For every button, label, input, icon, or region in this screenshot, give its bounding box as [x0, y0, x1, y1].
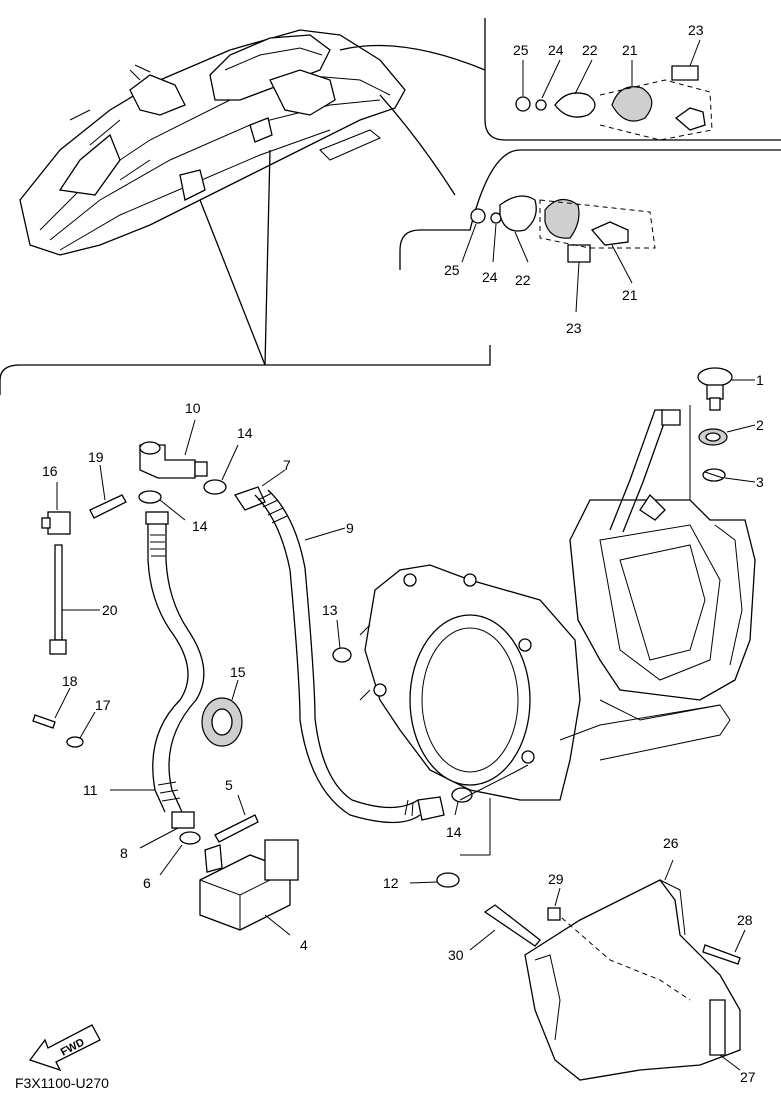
callout-labels: 1 2 3 4 5 6 7 8 9 10 11 12 13 14 14 14 1… [42, 22, 764, 1085]
callout-5: 5 [225, 777, 233, 793]
callout-12: 12 [383, 875, 399, 891]
callout-22b: 22 [515, 272, 531, 288]
part-15-grommet [201, 679, 243, 747]
hose-9 [233, 469, 445, 824]
callout-14c: 14 [446, 824, 462, 840]
watercraft-illustration [19, 29, 486, 366]
part-10-elbow [139, 419, 208, 479]
part-13-clamp [332, 619, 352, 663]
callout-8: 8 [120, 845, 128, 861]
detail-group-upper [484, 18, 781, 141]
callout-14b: 14 [192, 518, 208, 534]
intake-plate [359, 564, 731, 801]
callout-20: 20 [102, 602, 118, 618]
callout-15: 15 [230, 664, 246, 680]
part-27-bracket [709, 999, 741, 1071]
part-18-rivet [32, 687, 71, 729]
callout-24b: 24 [482, 269, 498, 285]
callout-14a: 14 [237, 425, 253, 441]
part-2-grommet [698, 424, 756, 446]
part-5-rivet [214, 794, 259, 843]
callout-19: 19 [88, 449, 104, 465]
callout-16: 16 [42, 463, 58, 479]
callout-7: 7 [283, 457, 291, 473]
callout-9: 9 [346, 520, 354, 536]
part-1-cap [697, 367, 755, 411]
callout-29: 29 [548, 871, 564, 887]
part-14-clamp-c [451, 787, 473, 816]
callout-23b: 23 [566, 320, 582, 336]
callout-2: 2 [756, 417, 764, 433]
callout-13: 13 [322, 602, 338, 618]
main-frame [0, 345, 491, 395]
callout-27: 27 [740, 1069, 756, 1085]
callout-17: 17 [95, 697, 111, 713]
detail-group-lower [399, 149, 781, 313]
callout-18: 18 [62, 673, 78, 689]
vent-hose-upper [609, 409, 665, 531]
part-3-clip [702, 468, 756, 483]
callout-10: 10 [185, 400, 201, 416]
callout-24a: 24 [548, 42, 564, 58]
part-20-band [49, 544, 100, 655]
part-4-box [199, 839, 299, 936]
part-30-band [469, 904, 541, 951]
part-17-washer [66, 711, 96, 748]
part-19-rivet [89, 464, 127, 519]
part-26-cover [524, 859, 741, 1081]
callout-21a: 21 [622, 42, 638, 58]
part-16-holder [41, 482, 71, 535]
callout-6: 6 [143, 875, 151, 891]
part-14-clamp-a [203, 444, 239, 495]
part-12-clamp [409, 872, 460, 888]
callout-4: 4 [300, 937, 308, 953]
jet-pump-housing [569, 493, 756, 721]
diagram-code: F3X1100-U270 [15, 1075, 109, 1091]
part-29-nut [547, 887, 561, 921]
callout-25b: 25 [444, 262, 460, 278]
callout-23a: 23 [688, 22, 704, 38]
fwd-arrow [28, 1024, 101, 1072]
callout-25a: 25 [513, 42, 529, 58]
callout-28: 28 [737, 912, 753, 928]
part-14-clamp-b [138, 490, 186, 521]
part-28-rivet [702, 929, 746, 965]
callout-21b: 21 [622, 287, 638, 303]
callout-26: 26 [663, 835, 679, 851]
callout-11: 11 [83, 782, 98, 798]
callout-1: 1 [756, 372, 764, 388]
part-6-clip [159, 831, 201, 876]
hose-11 [110, 511, 205, 849]
callout-3: 3 [756, 474, 764, 490]
callout-22a: 22 [582, 42, 598, 58]
callout-30: 30 [448, 947, 464, 963]
